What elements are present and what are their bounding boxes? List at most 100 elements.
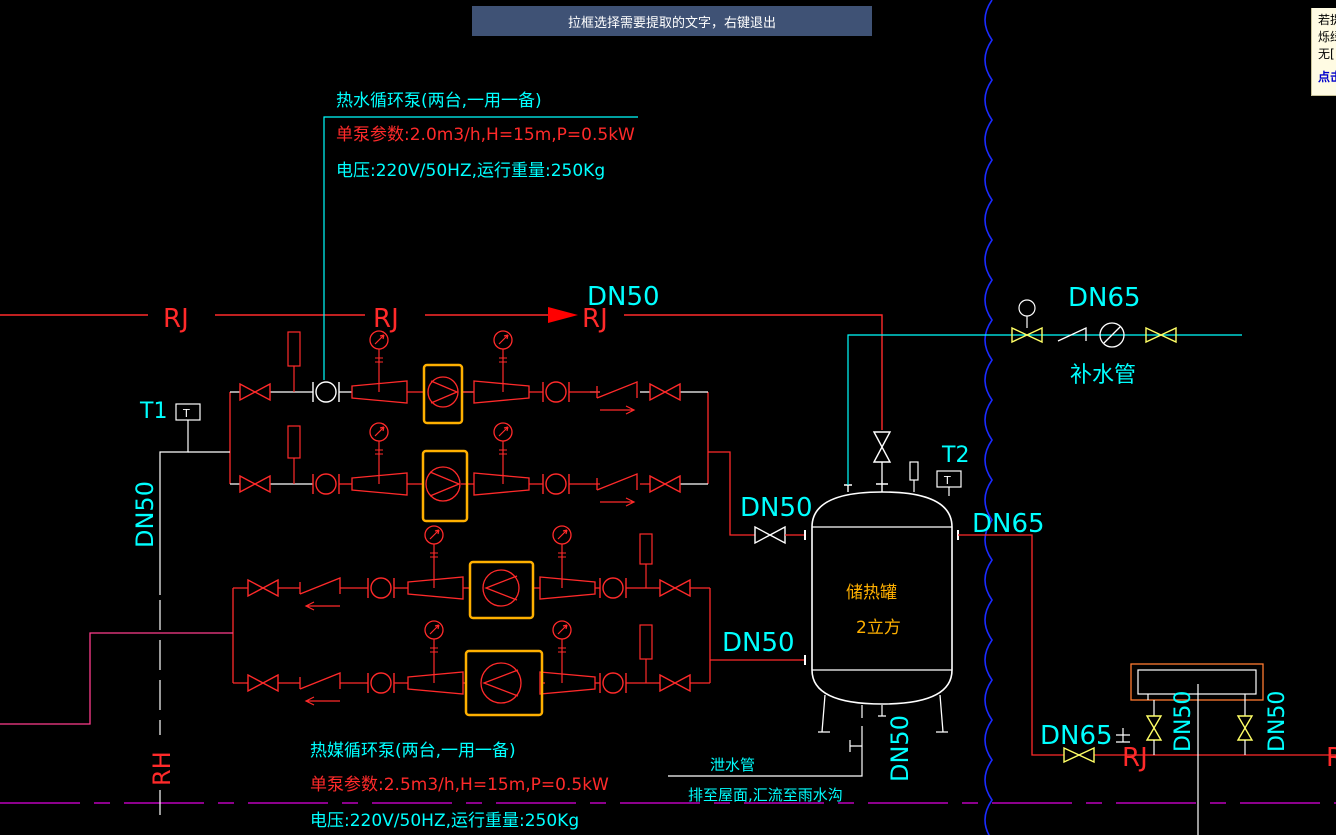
gate-valve-icon[interactable] [873,431,891,463]
reducer-icon [407,671,464,695]
reducer-icon [407,576,464,600]
hw-pump-params: 单泵参数:2.0m3/h,H=15m,P=0.5kW [336,125,635,145]
t1-label: T1 [139,399,167,424]
dn65-outlet-pipe [958,534,1336,756]
dn50-label: DN50 [740,493,813,523]
rj-flow-arrow [548,307,578,323]
dn65-label: DN65 [972,509,1045,539]
sensor-line [159,420,189,595]
reducer-icon [473,380,530,404]
drain-desc: 排至屋面,汇流至雨水沟 [688,786,843,804]
hw-manifold-link [708,451,755,536]
gate-valve-icon[interactable] [1146,715,1162,741]
tank-name: 储热罐 [846,583,897,603]
dn50-vertical-label: DN50 [1265,691,1290,752]
rj-label: RJ [163,304,189,334]
extract-text-hint-bar: 拉框选择需要提取的文字，右键退出 [472,6,872,36]
sensor-t-label: T [943,474,951,487]
dn65-label: DN65 [1040,721,1113,751]
pressure-gauge-icon [493,422,513,463]
flex-joint-icon [542,473,570,495]
check-valve-icon [596,381,638,399]
check-valve-icon [299,672,341,690]
pump-highlight[interactable] [468,560,535,620]
flow-arrow-icon [305,696,341,706]
hm-pump-params: 单泵参数:2.5m3/h,H=15m,P=0.5kW [310,775,609,795]
gate-valve-icon[interactable] [239,383,271,401]
pump-icon[interactable] [482,569,520,607]
hm-return-pipe [0,632,233,725]
makeup-water-label: 补水管 [1070,363,1136,388]
check-valve-icon [1057,326,1087,342]
reducer-icon [539,576,596,600]
flow-arrow-icon [599,405,635,415]
level-gauge-icon [909,461,919,481]
gate-valve-icon[interactable] [247,674,279,692]
flex-joint-icon [312,473,340,495]
dn50-vertical-label: DN50 [1171,691,1196,752]
gate-valve-icon[interactable] [659,674,691,692]
t2-label: T2 [941,443,969,468]
gate-valve-icon[interactable] [1237,715,1253,741]
pressure-gauge-icon [552,620,572,661]
dn65-label: DN65 [1068,283,1141,313]
gate-valve-icon[interactable] [649,475,681,493]
flex-joint-icon [599,672,627,694]
tooltip-panel: 若提 烁绿 无[ 点击 [1311,8,1336,96]
heat-exchanger-unit[interactable] [1130,663,1264,701]
tooltip-line: 烁绿 [1318,30,1336,44]
drain-pipe [668,705,863,777]
pressure-gauge-icon [424,525,444,566]
flow-arrow-icon [599,497,635,507]
hint-text: 拉框选择需要提取的文字，右键退出 [567,15,776,31]
gate-valve-icon[interactable] [239,475,271,493]
flex-joint-icon [599,577,627,599]
gate-valve-icon[interactable] [649,383,681,401]
pump-highlight[interactable] [464,649,544,717]
rj-label: RJ [1122,743,1148,773]
thermometer-icon [287,331,301,367]
hm-pump-power: 电压:220V/50HZ,运行重量:250Kg [310,811,579,831]
hm-pump-title: 热媒循环泵(两台,一用一备) [310,741,516,761]
pump-highlight[interactable] [421,449,469,523]
tank-legs [818,694,948,733]
dn50-label: DN50 [722,628,795,658]
thermometer-icon [287,425,301,459]
tooltip-link[interactable]: 点击 [1318,70,1336,84]
reducer-icon [473,472,530,496]
pump-icon[interactable] [480,662,522,704]
pressure-gauge-icon [1018,299,1036,317]
rj-label: RJ [373,304,399,334]
makeup-water-pipe [847,334,1242,485]
note-leader-line [323,116,638,380]
pressure-gauge-icon [369,330,389,371]
hw-pump-power: 电压:220V/50HZ,运行重量:250Kg [336,161,605,181]
rj-label: RJ [582,304,608,334]
drain-title: 泄水管 [710,756,755,774]
dn50-vertical-label: DN50 [131,481,159,548]
hw-manifold [229,392,709,484]
thermometer-icon [639,533,653,565]
rj-supply-pipe [0,314,883,430]
pressure-gauge-icon [493,330,513,371]
check-valve-icon [299,577,341,595]
pump-highlight[interactable] [422,363,464,425]
reducer-icon [539,671,596,695]
dn50-label: DN50 [587,282,660,312]
tank-volume: 2立方 [856,618,901,638]
sensor-t-label: T [182,407,190,420]
dn50-vertical-label: DN50 [886,715,914,782]
flex-joint-icon [312,381,340,403]
gate-valve-icon[interactable] [247,579,279,597]
water-meter-icon [1099,322,1125,348]
gate-valve-icon[interactable] [659,579,691,597]
flex-joint-icon [542,381,570,403]
gate-valve-icon[interactable] [754,526,786,544]
tooltip-line: 若提 [1318,13,1336,27]
flow-arrow-icon [305,601,341,611]
check-valve-icon [596,473,638,491]
rj-label: RJ [1326,743,1336,773]
flex-joint-icon [367,672,395,694]
pressure-gauge-icon [369,422,389,463]
